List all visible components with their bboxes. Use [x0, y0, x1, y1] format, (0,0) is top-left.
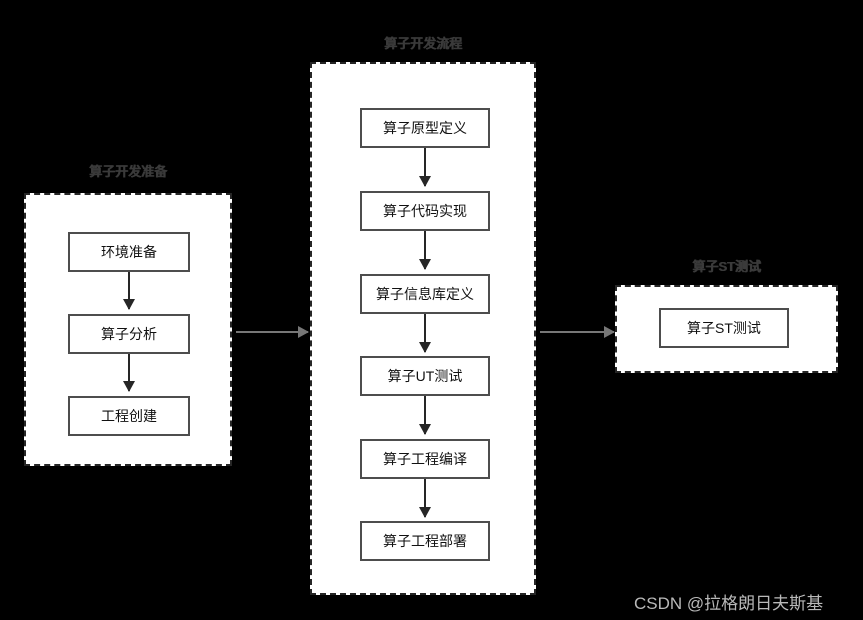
node-operator-analysis[interactable]: 算子分析 [68, 314, 190, 354]
group-title-flow: 算子开发流程 [383, 36, 462, 51]
node-operator-st-test[interactable]: 算子ST测试 [659, 308, 789, 348]
arrow-ut-to-build [424, 396, 426, 434]
group-title-prep: 算子开发准备 [88, 164, 167, 179]
group-flow: 算子原型定义 算子代码实现 算子信息库定义 算子UT测试 算子工程编译 算子工程… [310, 62, 536, 595]
arrow-infolib-to-ut [424, 314, 426, 352]
group-title-st: 算子ST测试 [692, 259, 761, 274]
node-operator-deploy[interactable]: 算子工程部署 [360, 521, 490, 561]
node-operator-build[interactable]: 算子工程编译 [360, 439, 490, 479]
arrow-build-to-deploy [424, 479, 426, 517]
group-st: 算子ST测试 [615, 285, 838, 373]
node-operator-infolib[interactable]: 算子信息库定义 [360, 274, 490, 314]
node-project-create[interactable]: 工程创建 [68, 396, 190, 436]
node-operator-ut-test[interactable]: 算子UT测试 [360, 356, 490, 396]
arrow-env-to-analysis [128, 272, 130, 309]
connector-prep-to-flow [236, 331, 308, 333]
arrow-analysis-to-project [128, 354, 130, 391]
csdn-watermark: CSDN @拉格朗日夫斯基 [634, 594, 824, 613]
node-operator-prototype[interactable]: 算子原型定义 [360, 108, 490, 148]
node-operator-code[interactable]: 算子代码实现 [360, 191, 490, 231]
arrow-proto-to-code [424, 148, 426, 186]
group-prep: 环境准备 算子分析 工程创建 [24, 193, 232, 466]
node-env-prep[interactable]: 环境准备 [68, 232, 190, 272]
arrow-code-to-infolib [424, 231, 426, 269]
connector-flow-to-st [540, 331, 614, 333]
